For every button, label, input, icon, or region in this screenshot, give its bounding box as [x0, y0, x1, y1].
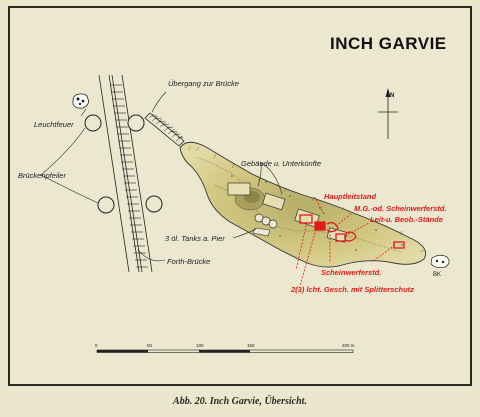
scale-tick-0: 0 — [95, 343, 98, 348]
bridge-piers — [84, 114, 163, 214]
scale-tick-50: 50 — [147, 343, 153, 348]
scale-bar: 0 50 100 150 200 m — [95, 343, 355, 353]
red-gun-pit — [326, 222, 339, 233]
bk-rock: BK — [430, 254, 450, 278]
forth-bridge — [98, 74, 153, 273]
red-rect — [335, 233, 346, 242]
pier-circle — [127, 114, 145, 132]
label-mg-scheinwerferstd: M.G.-od. Scheinwerferstd. — [354, 204, 447, 213]
label-hauptleitstand: Hauptleitstand — [324, 192, 377, 201]
red-rect — [314, 221, 326, 231]
label-gebaeude: Gebäude u. Unterkünfte — [241, 159, 321, 168]
label-gesch: 2(3) lcht. Gesch. mit Splitterschutz — [290, 285, 414, 294]
leader-lines — [40, 91, 283, 262]
pier-circle — [145, 195, 163, 213]
pier-rect — [252, 227, 271, 237]
scale-tick-100: 100 — [196, 343, 204, 348]
figure-caption: Abb. 20. Inch Garvie, Übersicht. — [173, 396, 307, 407]
scale-tick-150: 150 — [247, 343, 255, 348]
red-rect — [393, 241, 405, 249]
building-rect — [262, 192, 286, 211]
pier-circle — [97, 196, 115, 214]
label-leit-beob: Leit-u. Beob.-Stände — [370, 215, 443, 224]
label-uebergang: Übergang zur Brücke — [168, 79, 239, 88]
tank-circle — [268, 219, 278, 229]
label-tanks: 3 öl. Tanks a. Pier — [165, 234, 225, 243]
leuchtfeuer-rock — [72, 93, 89, 109]
red-gun-pit — [344, 231, 357, 242]
label-brueckenpfeiler: Brückenpfeiler — [18, 171, 66, 180]
label-forth-bruecke: Forth-Brücke — [167, 257, 210, 266]
pier-circle — [84, 114, 102, 132]
bk-label: BK — [433, 272, 441, 278]
north-label: N — [390, 93, 394, 99]
map-title: INCH GARVIE — [330, 34, 447, 53]
building-rect — [227, 182, 251, 196]
bridge-crossing — [144, 112, 185, 147]
red-rect — [299, 214, 313, 224]
scale-tick-200: 200 m — [342, 343, 355, 348]
label-leuchtfeuer: Leuchtfeuer — [34, 120, 74, 129]
label-scheinwerferstd: Scheinwerferstd. — [321, 268, 381, 277]
red-installations — [295, 195, 405, 287]
bridge-rungs — [110, 84, 148, 268]
north-arrow-icon: N — [378, 88, 398, 139]
